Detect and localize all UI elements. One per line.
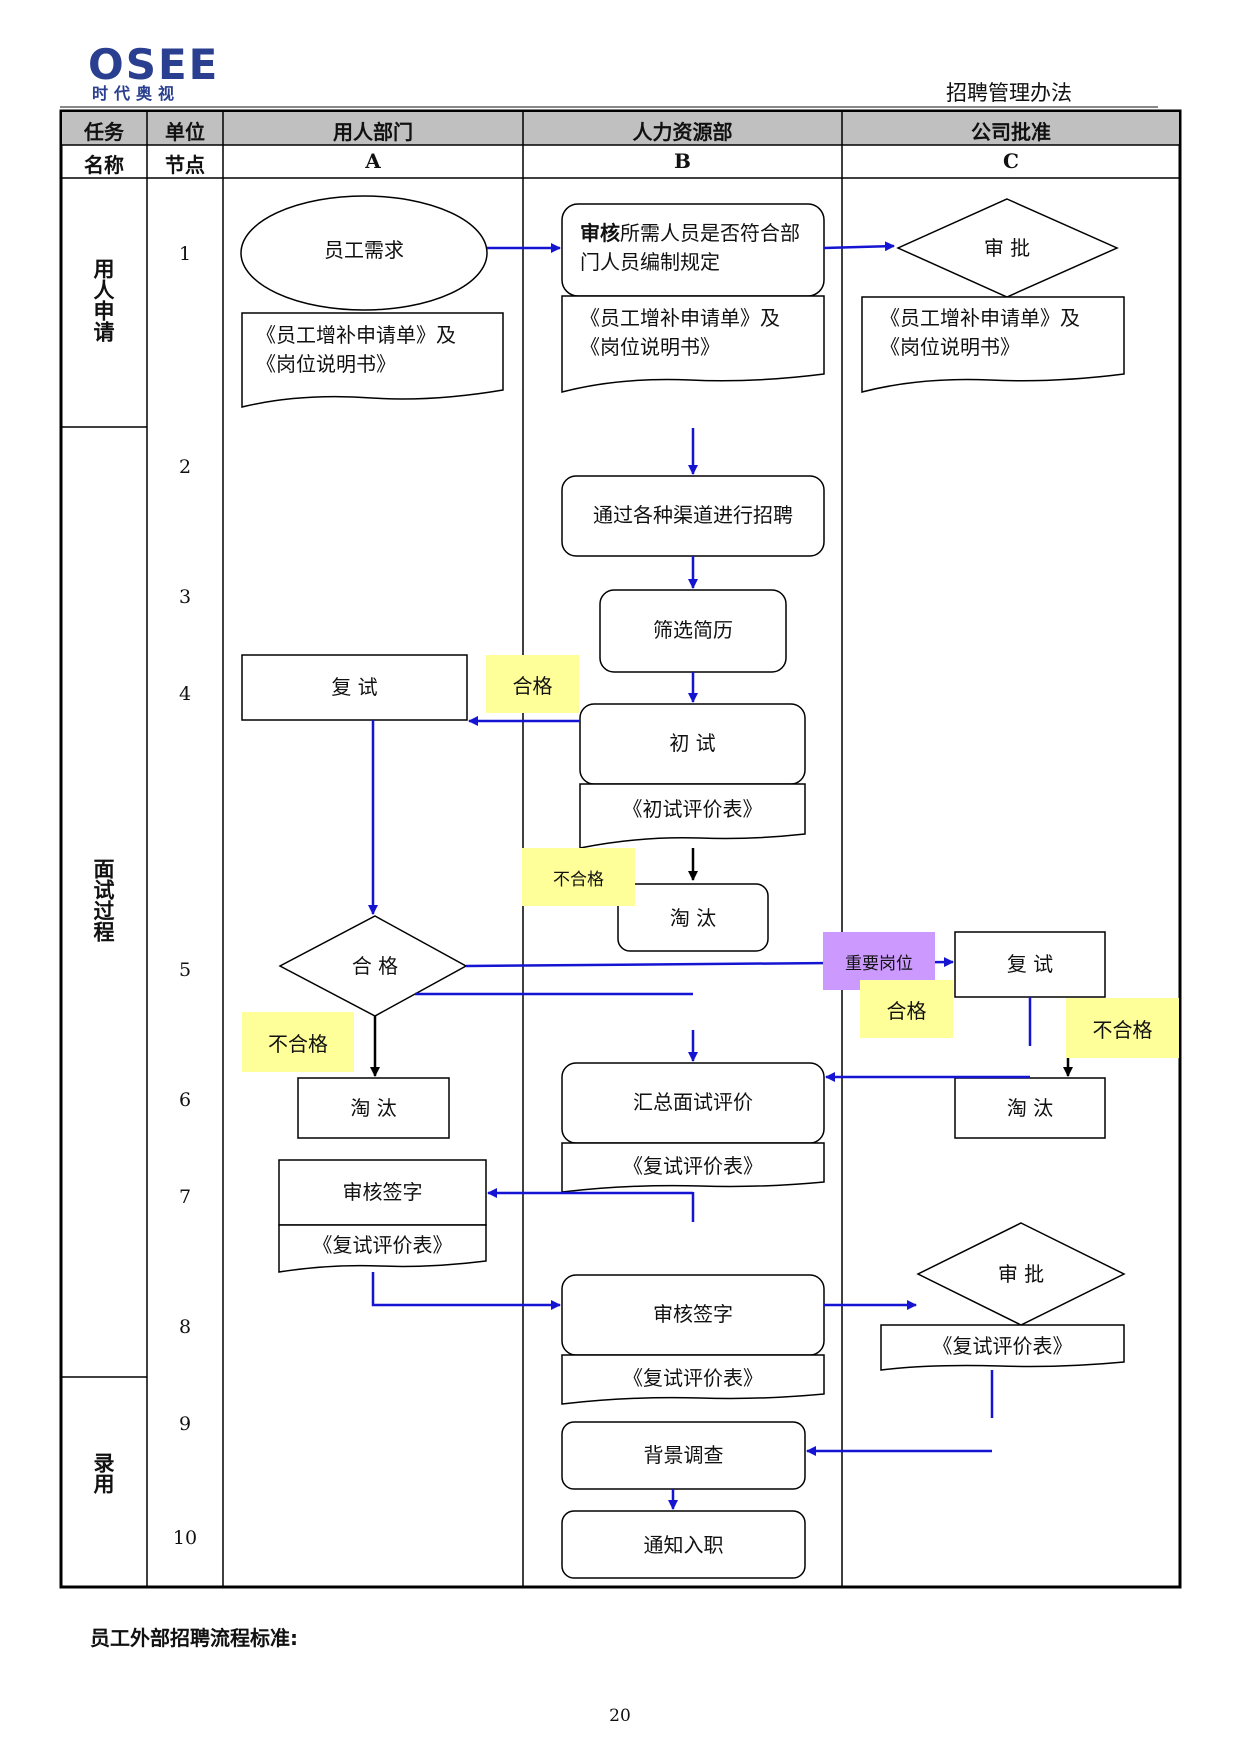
header-col-a: 用人部门: [333, 120, 413, 144]
node-number: 5: [178, 959, 192, 981]
a1-document-label: 《员工增补申请单》及《岗位说明书》: [256, 323, 456, 376]
company-logo-subtitle: 时代奥视: [92, 84, 181, 103]
header-name: 名称: [84, 153, 124, 177]
b8-document-shape: [561, 1354, 825, 1405]
phase-label-apply: 用人申请: [91, 258, 115, 342]
b6-document-shape: [561, 1142, 825, 1193]
header-col-b-letter: B: [674, 149, 691, 173]
node-number: 8: [178, 1316, 192, 1338]
b6-process-label: 汇总面试评价: [633, 1090, 753, 1114]
a1-document-shape: [241, 312, 504, 408]
a4-process-label: 复 试: [331, 675, 378, 699]
document-title: 招聘管理办法: [946, 81, 1072, 105]
b4-document-label: 《初试评价表》: [622, 797, 763, 821]
c1-document-label: 《员工增补申请单》及《岗位说明书》: [880, 306, 1080, 359]
c5-process-box: [954, 931, 1106, 998]
b9-process-label: 背景调查: [643, 1443, 724, 1467]
b-eliminate-box: [617, 883, 769, 952]
node-number: 10: [172, 1527, 198, 1549]
b1-document-shape: [561, 295, 825, 393]
node-number: 3: [178, 586, 192, 608]
header-task: 任务: [84, 120, 124, 144]
b8-document-label: 《复试评价表》: [623, 1366, 763, 1390]
header-col-b: 人力资源部: [632, 120, 733, 144]
a1-ellipse-label: 员工需求: [324, 238, 404, 262]
phase-label-hire: 录用: [91, 1452, 115, 1494]
a7-process-label: 审核签字: [342, 1180, 423, 1204]
c8-decision-label: 审 批: [997, 1262, 1045, 1286]
note-fail-a5: 不合格: [242, 1012, 354, 1072]
b-eliminate-label: 淘 汰: [669, 906, 717, 930]
header-unit: 单位: [165, 120, 205, 144]
arrow-b1-to-c1: [823, 241, 895, 252]
c8-document-shape: [880, 1324, 1125, 1371]
node-number: 2: [178, 456, 192, 478]
b1-document-label: 《员工增补申请单》及《岗位说明书》: [580, 306, 780, 359]
b6-document-label: 《复试评价表》: [623, 1154, 763, 1178]
a6-eliminate-box: [297, 1077, 450, 1139]
a5-decision-label: 合 格: [351, 954, 399, 978]
b9-process-box: [561, 1421, 806, 1490]
a7-document-label: 《复试评价表》: [312, 1233, 453, 1257]
header-col-c-letter: C: [1003, 149, 1019, 173]
section-title: 员工外部招聘流程标准:: [90, 1626, 298, 1650]
c6-eliminate-box: [954, 1077, 1106, 1139]
c1-document-shape: [861, 296, 1125, 393]
header-col-c: 公司批准: [971, 120, 1051, 144]
arrow-a7-to-b8: [371, 1272, 561, 1310]
c1-decision-label: 审 批: [983, 236, 1031, 260]
b10-process-box: [561, 1510, 806, 1579]
header-col-a-letter: A: [365, 149, 381, 173]
b4-document-shape: [579, 783, 806, 849]
b10-process-label: 通知入职: [643, 1533, 724, 1557]
note-pass-c5: 合格: [860, 980, 953, 1038]
header-rule: [60, 106, 1158, 108]
b1-process-label: 审核所需人员是否符合部门人员编制规定: [580, 219, 816, 277]
node-number: 1: [178, 243, 192, 265]
b1-process-label-bold: 审核: [580, 221, 620, 245]
b3-process-label: 筛选简历: [653, 618, 733, 642]
b1-process-label-rest: 所需人员是否符合部门人员编制规定: [580, 221, 800, 274]
note-fail-c5: 不合格: [1066, 998, 1179, 1058]
note-pass-b4: 合格: [486, 655, 579, 713]
node-number: 7: [178, 1186, 192, 1208]
node-number: 6: [178, 1089, 192, 1111]
a4-process-box: [241, 654, 468, 721]
c6-eliminate-label: 淘 汰: [1006, 1096, 1054, 1120]
b8-process-label: 审核签字: [653, 1302, 733, 1326]
note-fail-b4: 不合格: [522, 848, 635, 906]
node-number: 9: [178, 1413, 192, 1435]
b4-process-label: 初 试: [669, 731, 716, 755]
company-logo: OSEE: [88, 40, 220, 89]
c8-document-label: 《复试评价表》: [932, 1334, 1073, 1358]
header-node: 节点: [165, 153, 205, 177]
b2-process-label: 通过各种渠道进行招聘: [593, 503, 793, 527]
c5-process-label: 复 试: [1006, 952, 1054, 976]
swimlane-table: [59, 109, 1182, 1589]
a7-document-shape: [278, 1224, 487, 1273]
a1-start-ellipse: [240, 195, 488, 311]
phase-label-interview: 面试过程: [91, 858, 115, 942]
node-number: 4: [178, 683, 192, 705]
page-number: 20: [609, 1706, 631, 1726]
a6-eliminate-label: 淘 汰: [350, 1096, 397, 1120]
